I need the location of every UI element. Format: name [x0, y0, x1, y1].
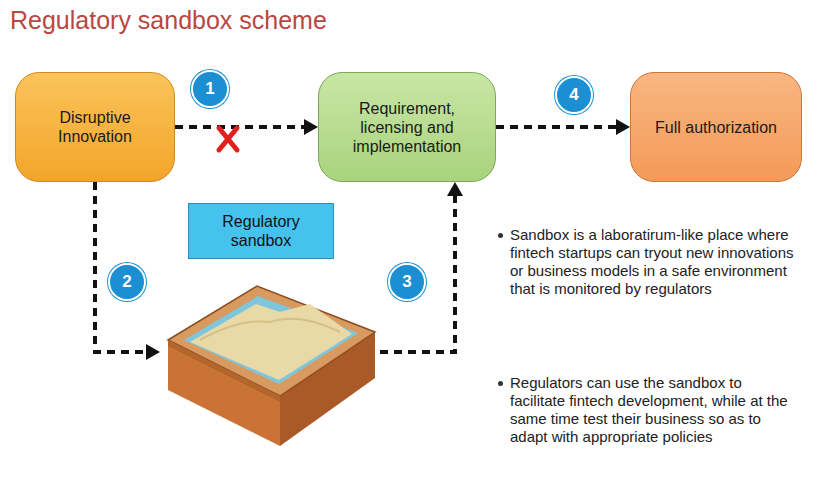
arrow-head: [304, 119, 318, 135]
bullet-note: Regulators can use the sandbox to facili…: [496, 374, 796, 446]
dashed-connector: [95, 182, 160, 360]
callout-text: 1: [205, 79, 214, 99]
diagram-title: Regulatory sandbox scheme: [10, 6, 327, 35]
connector-line: [380, 194, 455, 352]
bullet-dot: [498, 233, 503, 238]
callout-text: 2: [122, 272, 131, 292]
arrow-head: [447, 182, 463, 196]
callout-text: 4: [569, 85, 578, 105]
connector-line: [175, 125, 306, 129]
callout-number: 2: [108, 263, 146, 301]
box-text: Requirement, licensing and implementatio…: [331, 99, 483, 156]
sandbox-label: Regulatory sandbox: [188, 203, 334, 259]
note-text: Sandbox is a laboratirum-like place wher…: [510, 226, 796, 298]
callout-number: 3: [388, 263, 426, 301]
box-text: Full authorization: [655, 118, 777, 137]
note-text: Regulators can use the sandbox to facili…: [510, 374, 796, 446]
process-box: Full authorization: [630, 72, 802, 182]
connector-line: [496, 125, 618, 129]
dashed-connector: [496, 119, 630, 135]
arrow-head: [146, 344, 160, 360]
box-text: Disruptive Innovation: [28, 108, 162, 146]
callout-number: 1: [191, 70, 229, 108]
blocked-mark: [219, 128, 237, 150]
connector-line: [95, 182, 148, 352]
dashed-connector: [380, 182, 463, 352]
arrow-head: [616, 119, 630, 135]
bullet-dot: [498, 381, 503, 386]
sandbox-node: Regulatory sandbox: [160, 200, 380, 450]
process-box: Disruptive Innovation: [15, 72, 175, 182]
dashed-connector: [175, 119, 318, 135]
callout-number: 4: [555, 76, 593, 114]
callout-text: 3: [402, 272, 411, 292]
bullet-note: Sandbox is a laboratirum-like place wher…: [496, 226, 796, 298]
process-box: Requirement, licensing and implementatio…: [318, 72, 496, 182]
